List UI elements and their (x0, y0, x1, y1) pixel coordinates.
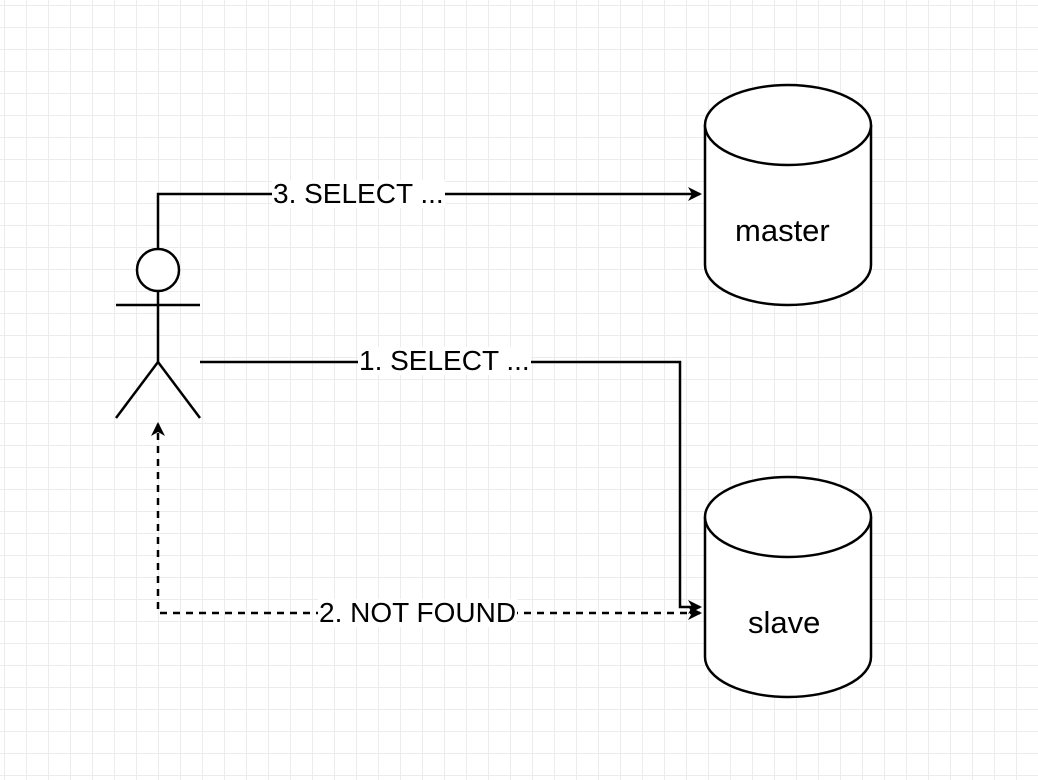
actor-right-leg (157, 361, 201, 419)
edge-3-label: 3. SELECT ... (272, 178, 445, 209)
master-cylinder-body (703, 125, 873, 307)
slave-database[interactable] (703, 475, 873, 699)
master-cylinder-top (703, 83, 873, 167)
actor-head (135, 247, 181, 293)
actor-left-leg (115, 361, 159, 419)
slave-cylinder-body (703, 517, 873, 699)
edge-2-label: 2. NOT FOUND (318, 597, 518, 628)
edge-1-label: 1. SELECT ... (358, 345, 531, 376)
slave-cylinder-top (703, 475, 873, 559)
master-label: master (735, 213, 830, 248)
edge-1-select-slave[interactable] (200, 360, 702, 614)
user-actor[interactable] (115, 247, 201, 419)
edge-2-not-found[interactable] (151, 422, 700, 615)
master-database[interactable] (703, 83, 873, 307)
slave-label: slave (748, 605, 821, 640)
edge-3-select-master[interactable] (156, 187, 702, 249)
